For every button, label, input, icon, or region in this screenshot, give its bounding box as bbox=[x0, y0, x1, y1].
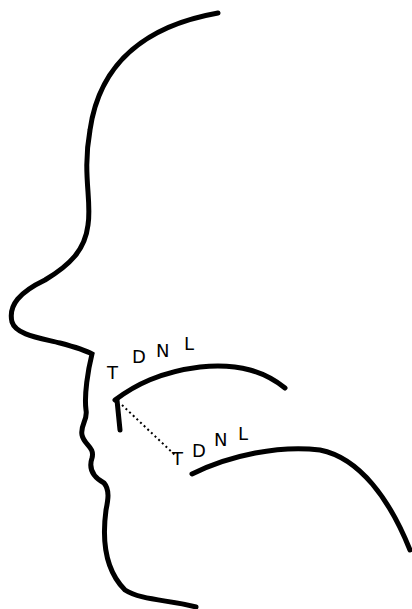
place-label: T bbox=[107, 364, 118, 382]
place-label: D bbox=[192, 442, 206, 460]
place-label: T bbox=[172, 450, 183, 468]
upper-teeth bbox=[117, 400, 120, 430]
place-label: D bbox=[132, 348, 146, 366]
upper-palate bbox=[115, 366, 285, 400]
dotted-guide bbox=[122, 405, 176, 456]
place-label: L bbox=[184, 335, 194, 353]
place-label: N bbox=[214, 431, 227, 449]
tongue bbox=[192, 449, 410, 550]
face-outline bbox=[11, 13, 218, 607]
place-label: L bbox=[238, 425, 248, 443]
place-label: N bbox=[156, 342, 169, 360]
